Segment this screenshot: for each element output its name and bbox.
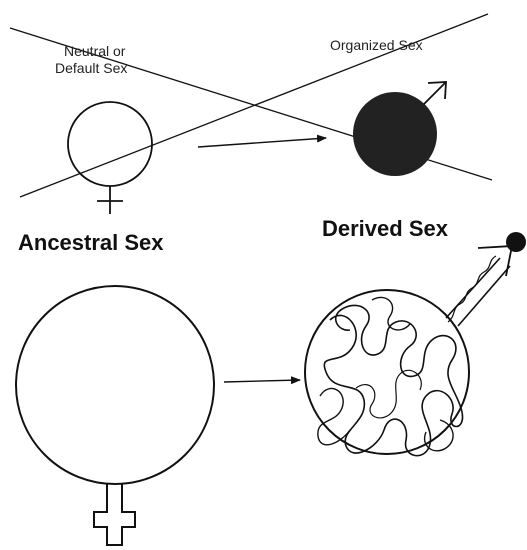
male-circle-filled	[353, 92, 437, 176]
derived-label: Derived Sex	[322, 216, 449, 241]
neutral-label-line1: Neutral or	[64, 43, 126, 59]
neutral-label-line2: Default Sex	[55, 60, 127, 76]
top-panel: Neutral or Default Sex Organized Sex	[10, 14, 492, 214]
female-circle-small	[68, 102, 152, 186]
female-circle-large	[16, 286, 214, 484]
organized-label: Organized Sex	[330, 37, 423, 53]
arrow-top	[198, 138, 326, 147]
female-symbol-large	[16, 286, 214, 545]
male-symbol-filled	[353, 82, 446, 176]
arrow-tip-knob	[506, 232, 526, 252]
bottom-panel: Ancestral Sex Derived Sex	[16, 216, 526, 545]
male-arrow-shaft-top	[424, 82, 446, 104]
male-symbol-derived	[305, 232, 526, 456]
arrow-bottom	[224, 380, 300, 382]
female-symbol-small	[68, 102, 152, 214]
male-arrow-head-derived	[478, 246, 512, 276]
female-cross-outline	[94, 484, 135, 545]
ancestral-label: Ancestral Sex	[18, 230, 164, 255]
male-circle-derived	[305, 290, 469, 454]
chromatin-tangle-3	[356, 370, 421, 418]
